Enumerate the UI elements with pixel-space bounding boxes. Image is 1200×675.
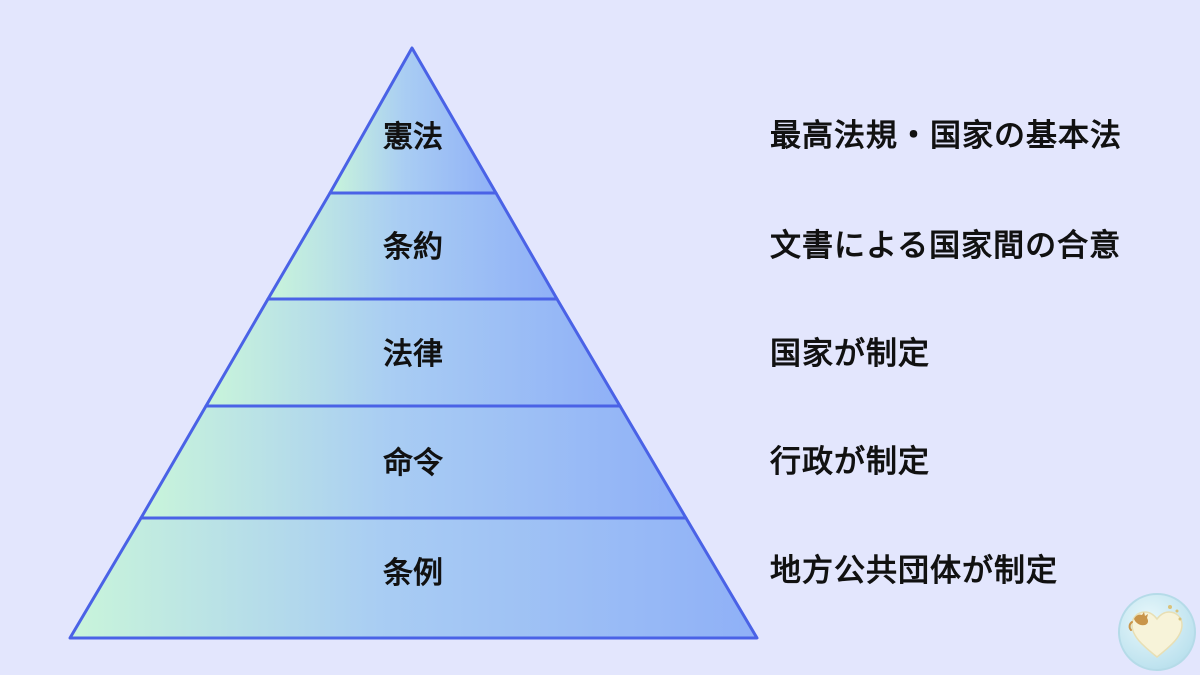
- tier-description-4: 行政が制定: [770, 444, 930, 480]
- tier-description-1: 最高法規・国家の基本法: [770, 118, 1122, 154]
- tier-label-2: 条約: [383, 230, 443, 265]
- tier-label-3: 法律: [383, 337, 443, 372]
- tier-description-5: 地方公共団体が制定: [770, 553, 1058, 589]
- tier-description-2: 文書による国家間の合意: [770, 228, 1122, 264]
- tier-label-1: 憲法: [383, 120, 443, 155]
- cat-heart-badge: [1118, 593, 1196, 671]
- pyramid-tier-5: [68, 516, 759, 640]
- tier-description-3: 国家が制定: [770, 336, 930, 372]
- tier-label-5: 条例: [383, 556, 443, 591]
- cat-heart-icon: [1128, 605, 1183, 658]
- tier-label-4: 命令: [383, 446, 444, 481]
